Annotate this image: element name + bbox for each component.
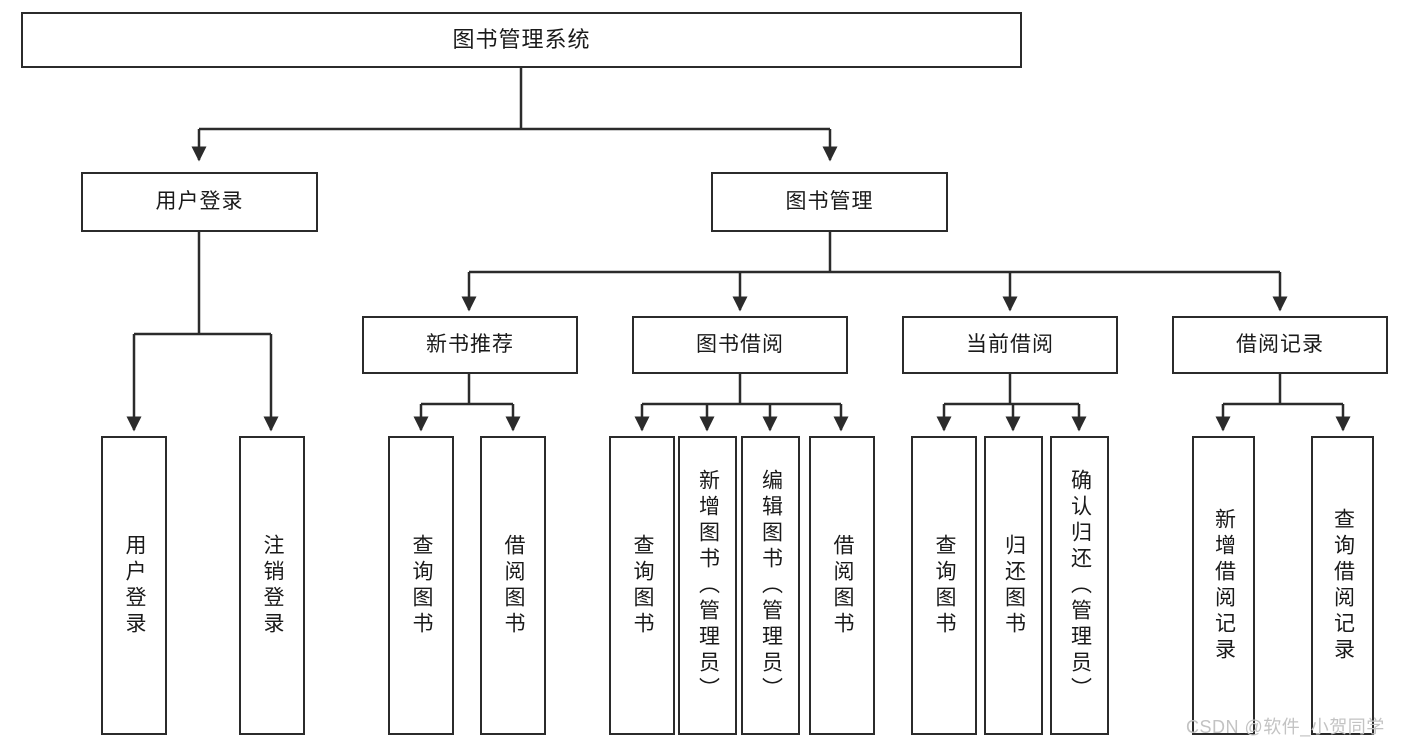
leaf-label: 查询图书 xyxy=(631,533,655,638)
leaf-book-borrow-edit-admin[interactable]: 编辑图书（管理员） xyxy=(741,436,800,735)
leaf-label: 查询图书 xyxy=(410,533,434,638)
leaf-label: 借阅图书 xyxy=(831,533,855,638)
leaf-label: 注销登录 xyxy=(261,533,285,638)
leaf-current-borrow-query[interactable]: 查询图书 xyxy=(911,436,977,735)
leaf-user-login-logout[interactable]: 注销登录 xyxy=(239,436,305,735)
node-book-borrowing[interactable]: 图书借阅 xyxy=(632,316,848,374)
leaf-current-borrow-return[interactable]: 归还图书 xyxy=(984,436,1043,735)
leaf-label: 确认归还（管理员） xyxy=(1068,468,1092,703)
leaf-label: 查询图书 xyxy=(933,533,957,638)
node-current-borrowing[interactable]: 当前借阅 xyxy=(902,316,1118,374)
leaf-label: 新增图书（管理员） xyxy=(696,468,720,703)
node-borrowing-record[interactable]: 借阅记录 xyxy=(1172,316,1388,374)
leaf-label: 借阅图书 xyxy=(502,533,526,638)
leaf-label: 归还图书 xyxy=(1002,533,1026,638)
node-user-login[interactable]: 用户登录 xyxy=(81,172,318,232)
leaf-record-query[interactable]: 查询借阅记录 xyxy=(1311,436,1374,735)
node-book-management[interactable]: 图书管理 xyxy=(711,172,948,232)
leaf-new-book-borrow[interactable]: 借阅图书 xyxy=(480,436,546,735)
node-label: 图书借阅 xyxy=(696,333,784,357)
leaf-book-borrow-borrow[interactable]: 借阅图书 xyxy=(809,436,875,735)
leaf-book-borrow-add-admin[interactable]: 新增图书（管理员） xyxy=(678,436,737,735)
leaf-book-borrow-query[interactable]: 查询图书 xyxy=(609,436,675,735)
node-root-book-management-system[interactable]: 图书管理系统 xyxy=(21,12,1022,68)
leaf-user-login-login[interactable]: 用户登录 xyxy=(101,436,167,735)
leaf-record-add[interactable]: 新增借阅记录 xyxy=(1192,436,1255,735)
leaf-label: 新增借阅记录 xyxy=(1212,507,1236,664)
node-label: 当前借阅 xyxy=(966,333,1054,357)
leaf-label: 用户登录 xyxy=(123,533,147,638)
node-label: 用户登录 xyxy=(155,190,244,214)
node-label: 图书管理系统 xyxy=(452,26,591,52)
watermark: CSDN @软件_小贺同学 xyxy=(1186,717,1385,737)
node-label: 新书推荐 xyxy=(426,333,514,357)
leaf-new-book-query[interactable]: 查询图书 xyxy=(388,436,454,735)
node-new-book-recommendation[interactable]: 新书推荐 xyxy=(362,316,578,374)
node-label: 借阅记录 xyxy=(1236,333,1324,357)
leaf-label: 编辑图书（管理员） xyxy=(759,468,783,703)
node-label: 图书管理 xyxy=(785,190,874,214)
leaf-label: 查询借阅记录 xyxy=(1331,507,1355,664)
leaf-current-borrow-confirm-admin[interactable]: 确认归还（管理员） xyxy=(1050,436,1109,735)
